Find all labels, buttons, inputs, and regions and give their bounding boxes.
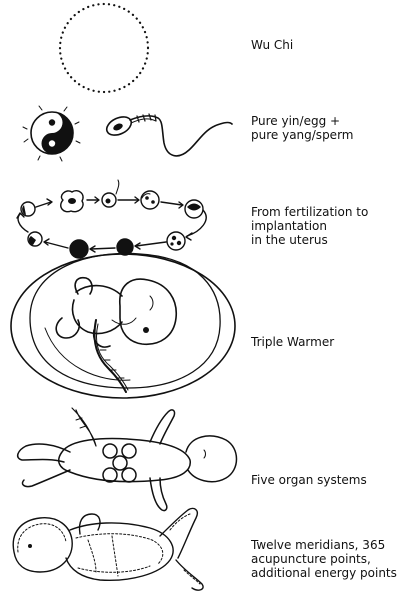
stage-label-wu-chi: Wu Chi [251, 38, 407, 52]
stage-label-yin-yang: Pure yin/egg + pure yang/sperm [251, 114, 407, 142]
stage-label-line: pure yang/sperm [251, 128, 354, 142]
stage-label-fertilization: From fertilization to implantation in th… [251, 205, 407, 247]
baby-meridians [12, 507, 204, 591]
stage-label-five-organs: Five organ systems [251, 473, 407, 487]
stage-label-line: acupuncture points, [251, 552, 371, 566]
fertilization-cycle [16, 179, 207, 259]
stage-label-triple-warmer: Triple Warmer [251, 335, 407, 349]
stage-label-line: in the uterus [251, 233, 328, 247]
stage-label-line: Twelve meridians, 365 [251, 538, 386, 552]
stage-label-line: Triple Warmer [251, 335, 335, 349]
sperm-illustration [105, 113, 233, 157]
stage-label-meridians: Twelve meridians, 365 acupuncture points… [251, 538, 407, 580]
yin-yang-symbol [22, 105, 81, 162]
stage-label-line: Pure yin/egg + [251, 114, 341, 128]
stage-label-line: Wu Chi [251, 38, 294, 52]
stage-label-line: From fertilization to [251, 205, 369, 219]
stage-label-line: additional energy points [251, 566, 397, 580]
baby-five-organs [16, 407, 238, 512]
wu-chi-circle [58, 2, 150, 94]
stage-label-line: implantation [251, 219, 327, 233]
fetus-in-womb [10, 252, 236, 399]
stage-label-line: Five organ systems [251, 473, 367, 487]
